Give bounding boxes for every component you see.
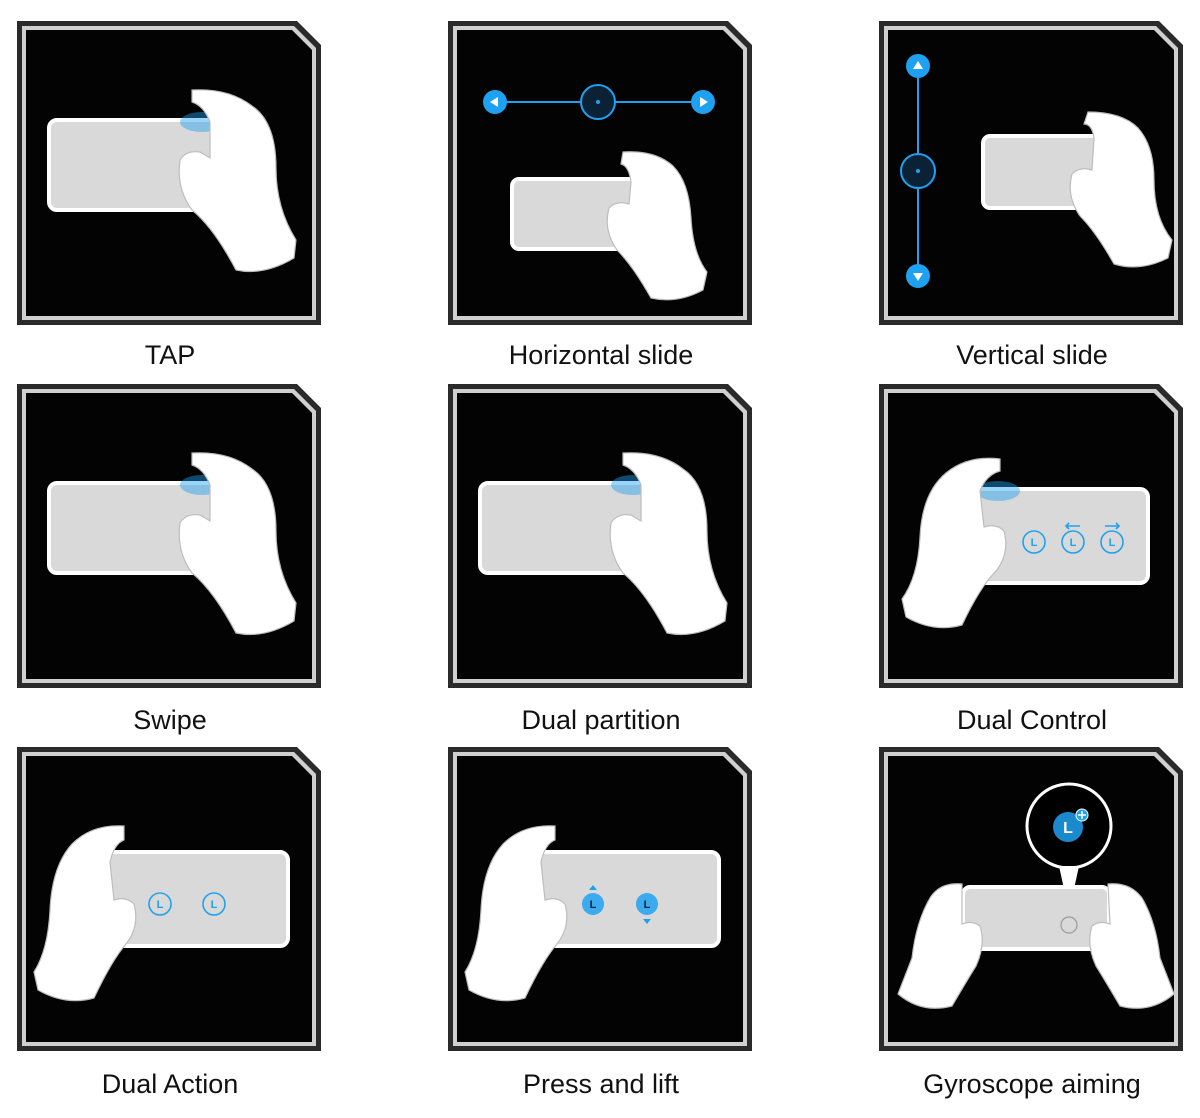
l-button-tap-icon: L xyxy=(148,892,172,916)
tile-dual-partition xyxy=(445,381,755,691)
arrow-icon xyxy=(700,97,708,107)
caption-dual-partition: Dual partition xyxy=(521,705,681,735)
arrow-icon xyxy=(913,61,923,69)
caption-tap: TAP xyxy=(144,340,196,370)
caption-press-and-lift: Press and lift xyxy=(522,1069,680,1099)
tile-tap xyxy=(14,18,324,328)
svg-text:L: L xyxy=(1063,820,1073,837)
svg-text:L: L xyxy=(590,899,597,911)
svg-text:L: L xyxy=(157,899,164,911)
l-button-right-icon: L xyxy=(1100,522,1124,554)
tile-vertical-slide xyxy=(876,18,1186,328)
dual-partition-icon xyxy=(448,384,752,688)
l-button-press-icon: L xyxy=(582,885,604,915)
horizontal-slide-icon xyxy=(448,21,752,325)
tap-gesture-icon xyxy=(17,21,321,325)
l-button-hold-icon: L xyxy=(202,892,226,916)
svg-text:L: L xyxy=(644,899,651,911)
tile-gyroscope-aiming: L xyxy=(876,744,1186,1054)
dual-control-icon: L L L xyxy=(879,384,1183,688)
tile-horizontal-slide xyxy=(445,18,755,328)
svg-text:L: L xyxy=(1109,537,1116,549)
l-button-zoomed-icon: L xyxy=(1053,808,1089,842)
arrow-icon xyxy=(490,97,498,107)
caption-vertical-slide: Vertical slide xyxy=(956,340,1108,370)
l-button-lift-icon: L xyxy=(636,893,658,924)
caption-horizontal-slide: Horizontal slide xyxy=(508,340,694,370)
caption-dual-control: Dual Control xyxy=(956,705,1108,735)
swipe-gesture-icon xyxy=(17,384,321,688)
tile-dual-control: L L L xyxy=(876,381,1186,691)
vertical-slide-icon xyxy=(879,21,1183,325)
gyroscope-aiming-icon: L xyxy=(879,747,1183,1051)
caption-dual-action: Dual Action xyxy=(101,1069,239,1099)
l-button-icon: L xyxy=(1022,530,1046,554)
press-and-lift-icon: L L xyxy=(448,747,752,1051)
caption-gyroscope-aiming: Gyroscope aiming xyxy=(923,1069,1141,1099)
l-button-left-icon: L xyxy=(1061,522,1085,554)
caption-swipe: Swipe xyxy=(133,705,207,735)
tile-dual-action: L L xyxy=(14,744,324,1054)
arrow-icon xyxy=(913,273,923,281)
tile-press-and-lift: L L xyxy=(445,744,755,1054)
svg-text:L: L xyxy=(1031,537,1038,549)
svg-text:L: L xyxy=(1070,537,1077,549)
tile-swipe xyxy=(14,381,324,691)
svg-text:L: L xyxy=(211,899,218,911)
dual-action-icon: L L xyxy=(17,747,321,1051)
